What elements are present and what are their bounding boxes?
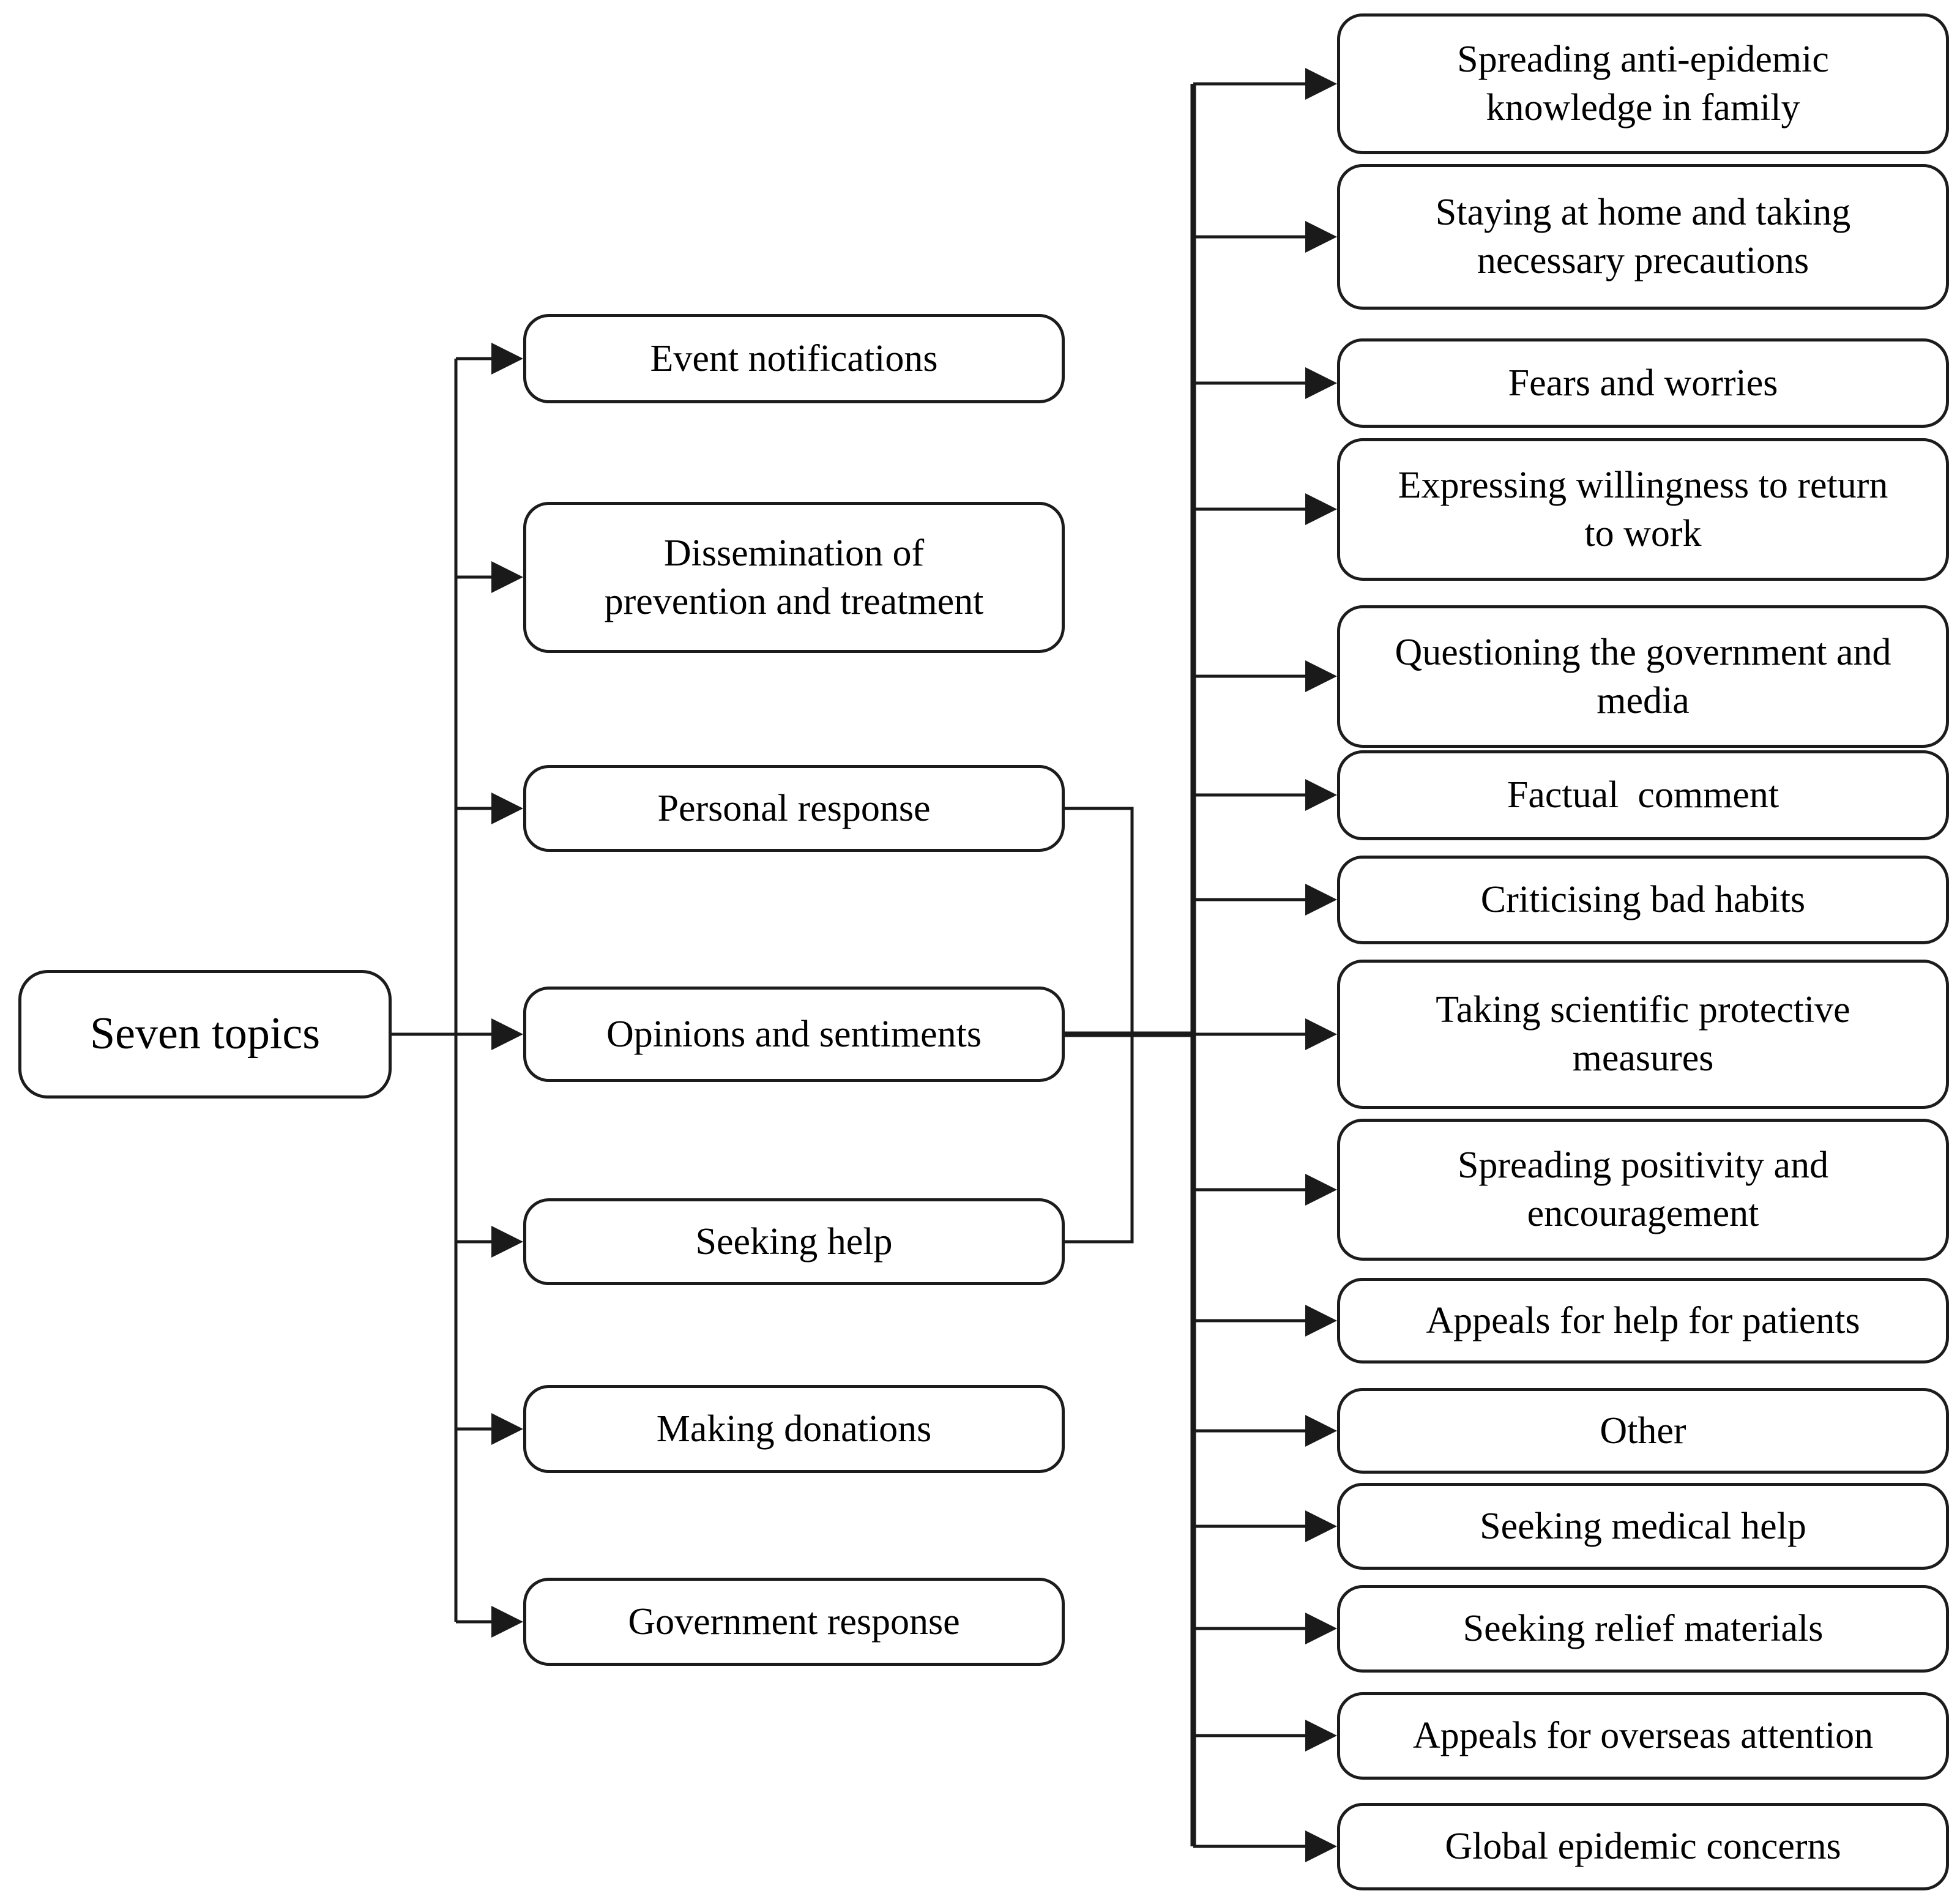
subtopic-box-appeals-patients: Appeals for help for patients — [1337, 1278, 1949, 1364]
subtopic-box-protective-measures: Taking scientific protective measures — [1337, 960, 1949, 1109]
arrow-to-seeking-relief-materials — [1193, 1613, 1337, 1644]
root-topic-box: Seven topics — [18, 970, 392, 1099]
subtopic-box-questioning-government: Questioning the government and media — [1337, 605, 1949, 748]
subtopic-box-global-concerns: Global epidemic concerns — [1337, 1803, 1949, 1890]
arrow-to-other — [1193, 1415, 1337, 1447]
subtopic-box-seeking-relief-materials: Seeking relief materials — [1337, 1585, 1949, 1673]
topic-box-personal-response: Personal response — [523, 765, 1065, 852]
personal-seeking-bracket-line — [1065, 807, 1134, 1244]
subtopic-label: Spreading anti-epidemic knowledge in fam… — [1457, 39, 1829, 129]
root-topic-label: Seven topics — [89, 1009, 321, 1059]
topic-label: Opinions and sentiments — [606, 1013, 982, 1055]
subtopic-box-spreading-knowledge: Spreading anti-epidemic knowledge in fam… — [1337, 13, 1949, 154]
arrow-to-making-donations — [456, 1413, 523, 1445]
arrow-to-appeals-patients — [1193, 1305, 1337, 1337]
arrow-to-staying-home — [1193, 221, 1337, 253]
arrow-to-government-response — [456, 1606, 523, 1638]
subtopic-label: Global epidemic concerns — [1445, 1826, 1841, 1868]
arrow-to-protective-measures — [1193, 1018, 1337, 1050]
subtopic-label: Staying at home and taking necessary pre… — [1435, 192, 1851, 282]
topic-label: Dissemination of prevention and treatmen… — [604, 532, 984, 622]
arrow-to-personal-response — [456, 793, 523, 824]
subtopic-box-return-to-work: Expressing willingness to return to work — [1337, 438, 1949, 581]
arrow-to-dissemination — [456, 561, 523, 593]
arrow-to-global-concerns — [1193, 1830, 1337, 1862]
subtopic-box-factual-comment: Factual comment — [1337, 750, 1949, 840]
arrow-to-fears-worries — [1193, 367, 1337, 399]
arrow-to-opinions-sentiments — [491, 1018, 523, 1050]
subtopic-box-other: Other — [1337, 1388, 1949, 1474]
subtopic-box-criticising-habits: Criticising bad habits — [1337, 856, 1949, 944]
subtopic-label: Taking scientific protective measures — [1436, 989, 1850, 1079]
arrow-to-spreading-positivity — [1193, 1174, 1337, 1206]
arrow-to-questioning-government — [1193, 660, 1337, 692]
topic-box-government-response: Government response — [523, 1578, 1065, 1666]
subtopic-box-fears-worries: Fears and worries — [1337, 338, 1949, 428]
subtopic-label: Appeals for help for patients — [1426, 1299, 1860, 1341]
topic-box-event-notifications: Event notifications — [523, 314, 1065, 403]
arrow-to-event-notifications — [456, 343, 523, 375]
subtopic-label: Seeking medical help — [1480, 1505, 1806, 1547]
arrow-to-seeking-help — [456, 1226, 523, 1258]
subtopic-box-staying-home: Staying at home and taking necessary pre… — [1337, 164, 1949, 310]
arrow-to-appeals-overseas — [1193, 1720, 1337, 1752]
subtopic-box-seeking-medical-help: Seeking medical help — [1337, 1483, 1949, 1570]
topic-label: Event notifications — [650, 337, 938, 379]
subtopic-label: Factual comment — [1507, 774, 1779, 816]
topic-label: Seeking help — [695, 1220, 893, 1263]
topic-box-making-donations: Making donations — [523, 1385, 1065, 1473]
arrow-to-return-to-work — [1193, 493, 1337, 525]
subtopic-label: Fears and worries — [1508, 362, 1778, 404]
topic-label: Making donations — [656, 1408, 932, 1450]
arrow-to-criticising-habits — [1193, 884, 1337, 916]
arrow-to-seeking-medical-help — [1193, 1510, 1337, 1542]
topic-box-seeking-help: Seeking help — [523, 1198, 1065, 1285]
topic-box-opinions-sentiments: Opinions and sentiments — [523, 987, 1065, 1082]
subtopic-label: Expressing willingness to return to work — [1398, 464, 1888, 554]
subtopic-label: Seeking relief materials — [1463, 1608, 1824, 1650]
subtopic-box-appeals-overseas: Appeals for overseas attention — [1337, 1692, 1949, 1780]
subtopic-label: Appeals for overseas attention — [1412, 1715, 1874, 1757]
topic-label: Personal response — [657, 787, 931, 829]
subtopic-label: Questioning the government and media — [1395, 631, 1891, 722]
subtopic-label: Criticising bad habits — [1480, 879, 1806, 921]
arrow-to-factual-comment — [1193, 779, 1337, 811]
topic-box-dissemination: Dissemination of prevention and treatmen… — [523, 502, 1065, 653]
arrow-to-spreading-knowledge — [1193, 68, 1337, 100]
subtopic-box-spreading-positivity: Spreading positivity and encouragement — [1337, 1119, 1949, 1261]
topic-label: Government response — [628, 1600, 960, 1643]
subtopic-label: Other — [1600, 1409, 1686, 1452]
subtopic-label: Spreading positivity and encouragement — [1457, 1144, 1829, 1234]
